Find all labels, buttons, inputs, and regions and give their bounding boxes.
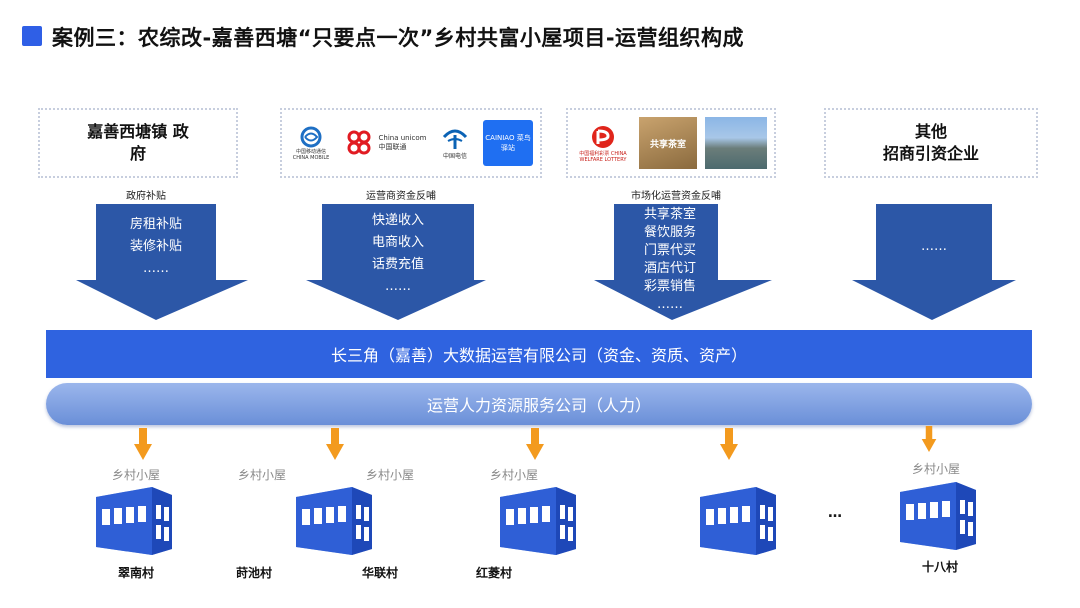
arrow-operator: 快递收入 电商收入 话费充值 …… [306, 204, 486, 320]
flow-label-market: 市场化运营资金反哺 [631, 191, 721, 202]
house-label: 乡村小屋 [490, 468, 539, 482]
house-label: 乡村小屋 [112, 468, 161, 482]
house-icon [500, 487, 576, 555]
china-telecom-text: 中国电信 [442, 152, 467, 160]
welfare-lottery-logo: 中国福利彩票 CHINA WELFARE LOTTERY [575, 124, 631, 163]
house-label: 乡村小屋 [912, 462, 961, 476]
hr-company-bar: 运营人力资源服务公司（人力） [46, 383, 1032, 425]
market-logos: 中国福利彩票 CHINA WELFARE LOTTERY 共享茶室 [575, 117, 767, 169]
china-unicom-logo: China unicom中国联通 [341, 129, 427, 157]
flow-label-operator: 运营商资金反哺 [366, 191, 436, 202]
arrow-market-line-6: …… [657, 297, 683, 312]
flow-label-gov: 政府补贴 [126, 191, 166, 202]
village-name: 十八村 [922, 560, 959, 574]
source-market: 中国福利彩票 CHINA WELFARE LOTTERY 共享茶室 [566, 108, 776, 178]
source-government-name: 嘉善西塘镇 政 府 [87, 122, 189, 163]
orange-arrow-icon [134, 428, 152, 460]
arrow-operator-line-2: 电商收入 [371, 235, 424, 250]
water-town-photo [705, 117, 767, 169]
company-bar: 长三角（嘉善）大数据运营有限公司（资金、资质、资产） [46, 330, 1032, 378]
arrow-market: 共享茶室 餐饮服务 门票代买 酒店代订 彩票销售 …… [594, 204, 772, 320]
source-operators: 中国移动通信 CHINA MOBILE China unicom中国联通 中国电… [280, 108, 542, 178]
village-name: 莳池村 [236, 566, 273, 580]
operator-logos: 中国移动通信 CHINA MOBILE China unicom中国联通 中国电… [289, 120, 533, 166]
arrow-market-line-1: 共享茶室 [643, 207, 696, 222]
cainiao-text: CAINIAO 菜鸟驿站 [485, 134, 531, 152]
tea-room-photo: 共享茶室 [639, 117, 697, 169]
welfare-lottery-text: 中国福利彩票 CHINA WELFARE LOTTERY [579, 150, 627, 163]
arrow-market-text: 共享茶室 餐饮服务 门票代买 酒店代订 彩票销售 …… [620, 206, 720, 314]
orange-arrow-icon [526, 428, 544, 460]
orange-arrow-icon [326, 428, 344, 460]
orange-arrow-icon [720, 428, 738, 460]
village-name: 华联村 [362, 566, 399, 580]
house-label: 乡村小屋 [366, 468, 415, 482]
china-mobile-logo: 中国移动通信 CHINA MOBILE [289, 126, 333, 161]
orange-arrow-icon [921, 426, 937, 452]
house-label: 乡村小屋 [238, 468, 287, 482]
arrow-other-line-1: …… [921, 239, 947, 254]
village-name: 翠南村 [118, 566, 155, 580]
china-unicom-text: China unicom中国联通 [378, 134, 427, 151]
china-telecom-logo: 中国电信 [435, 127, 475, 160]
arrow-market-line-5: 彩票销售 [643, 279, 696, 294]
arrow-gov-line-2: 装修补贴 [129, 239, 182, 254]
source-government: 嘉善西塘镇 政 府 [38, 108, 238, 178]
house-icon [700, 487, 776, 555]
arrow-operator-line-4: …… [385, 279, 411, 294]
arrow-operator-text: 快递收入 电商收入 话费充值 …… [338, 210, 458, 298]
village-name: 红菱村 [476, 566, 513, 580]
arrow-other: …… [852, 204, 1016, 320]
tea-room-text: 共享茶室 [649, 139, 686, 150]
page-title: 案例三：农综改-嘉善西塘“只要点一次”乡村共富小屋项目-运营组织构成 [52, 26, 745, 50]
arrow-market-line-3: 门票代买 [643, 243, 696, 258]
house-icon [900, 482, 976, 550]
arrow-gov-line-1: 房租补贴 [129, 217, 182, 232]
arrow-market-line-2: 餐饮服务 [643, 225, 696, 240]
china-mobile-text: 中国移动通信 CHINA MOBILE [292, 148, 330, 161]
arrow-gov-text: 房租补贴 装修补贴 …… [96, 214, 216, 280]
more-villages-ellipsis: … [828, 505, 842, 521]
arrow-other-text: …… [876, 236, 992, 258]
arrow-gov: 房租补贴 装修补贴 …… [76, 204, 248, 320]
house-icon [96, 487, 172, 555]
title-bullet [22, 26, 42, 46]
arrow-operator-line-3: 话费充值 [371, 257, 424, 272]
source-other: 其他 招商引资企业 [824, 108, 1038, 178]
cainiao-logo: CAINIAO 菜鸟驿站 [483, 120, 533, 166]
source-other-name: 其他 招商引资企业 [882, 122, 979, 163]
arrow-operator-line-1: 快递收入 [371, 213, 424, 228]
house-icon [296, 487, 372, 555]
arrow-gov-line-3: …… [143, 261, 169, 276]
arrow-market-line-4: 酒店代订 [643, 261, 696, 276]
